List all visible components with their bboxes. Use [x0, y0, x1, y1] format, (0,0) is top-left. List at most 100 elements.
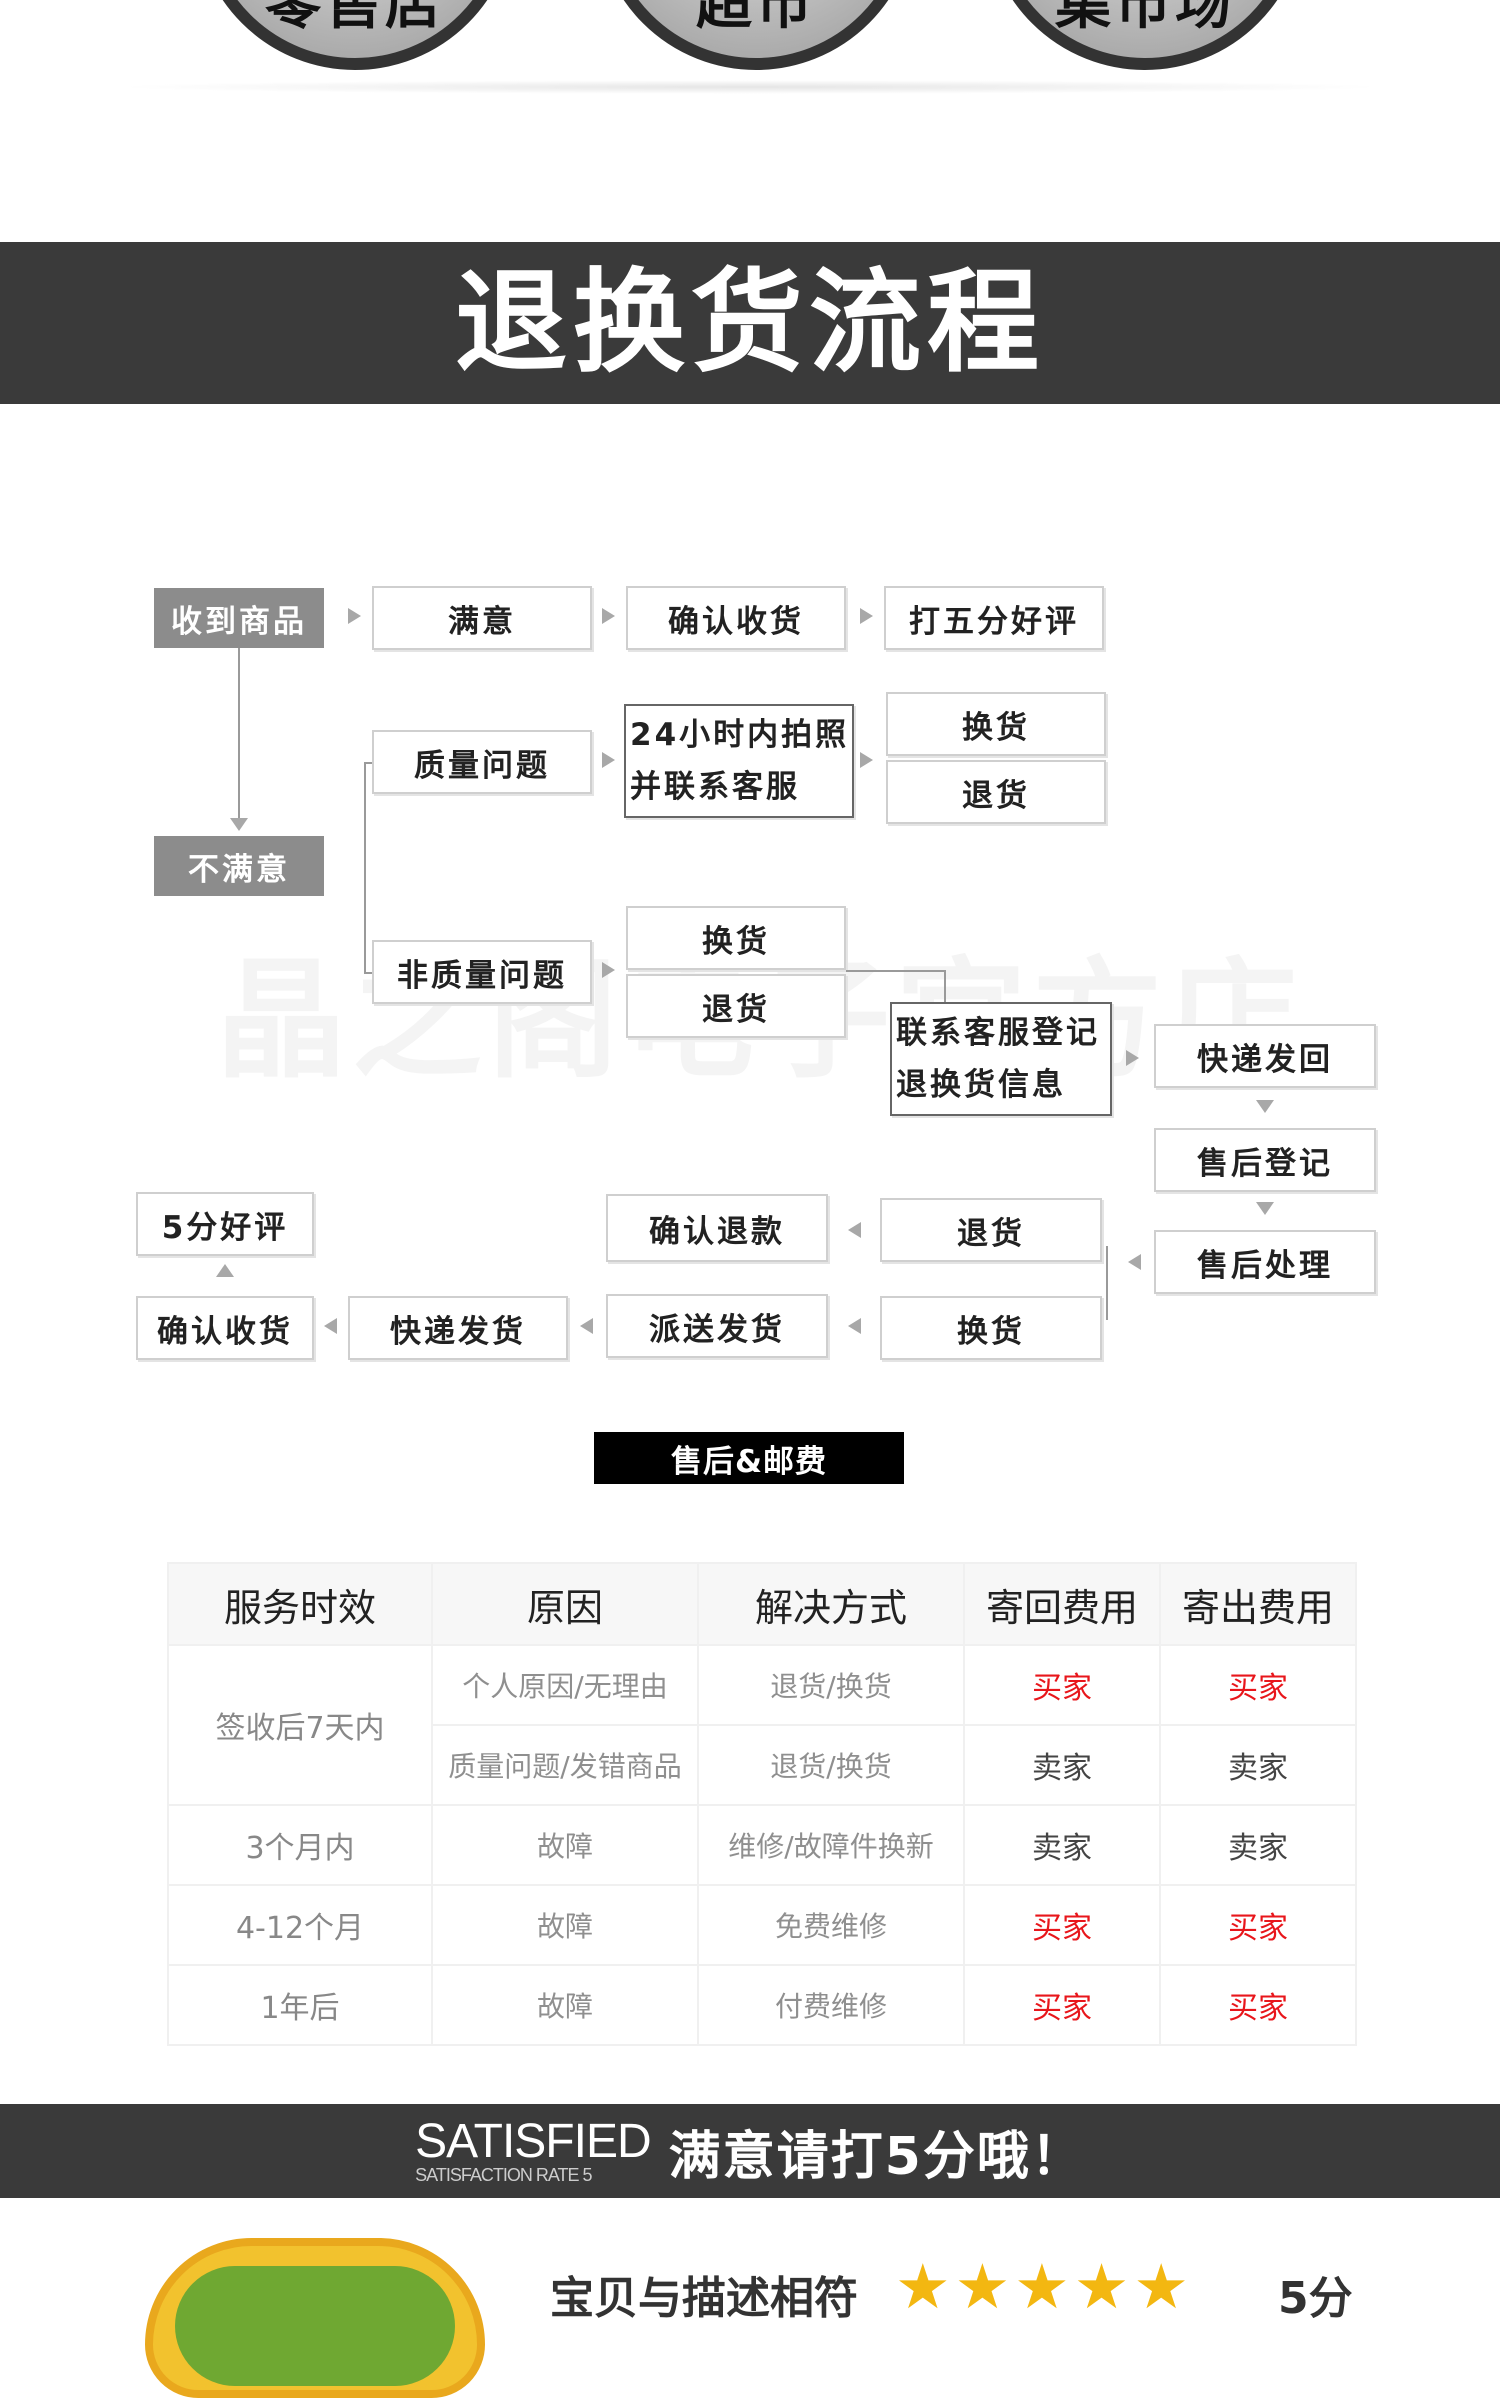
flow-exchange-a: 换货	[886, 692, 1106, 756]
flow-satisfied: 满意	[372, 586, 592, 650]
cell-return-fee: 买家	[963, 1644, 1161, 1726]
cell-return-fee: 卖家	[963, 1804, 1161, 1886]
flow-arrow-left	[848, 1318, 861, 1334]
flow-non-quality-issue: 非质量问题	[372, 940, 592, 1004]
flow-arrow-right	[602, 962, 615, 978]
cell-ship-fee: 买家	[1159, 1964, 1357, 2046]
flow-arrow-left	[580, 1318, 593, 1334]
flow-arrow-right	[860, 608, 873, 624]
flow-connector	[846, 970, 946, 972]
supermarket-circle-image: 超市	[596, 0, 916, 70]
flow-dispatch: 派送发货	[606, 1294, 828, 1358]
flow-connector	[944, 970, 946, 1004]
col-service-period: 服务时效	[167, 1562, 433, 1646]
cell-solution: 付费维修	[697, 1964, 965, 2046]
flow-confirm-receipt-bottom: 确认收货	[136, 1296, 314, 1360]
satisfied-english-title: SATISFIED	[415, 2115, 651, 2168]
page-title: 退换货流程	[455, 258, 1045, 388]
store-circle-label: 零售店	[265, 0, 445, 37]
flow-unsatisfied: 不满意	[154, 836, 324, 896]
table-row: 4-12个月 故障 免费维修 买家 买家	[167, 1884, 1357, 1966]
badge-center	[175, 2266, 455, 2386]
flow-arrow-down	[1256, 1100, 1274, 1113]
flow-confirm-refund: 确认退款	[606, 1194, 828, 1262]
satisfied-english-block: SATISFIED SATISFACTION RATE 5	[415, 2115, 651, 2185]
flow-aftersale-process: 售后处理	[1154, 1230, 1376, 1294]
flow-exchange-c: 换货	[880, 1296, 1102, 1360]
flow-return-a: 退货	[886, 760, 1106, 824]
col-return-fee: 寄回费用	[963, 1562, 1161, 1646]
cell-reason: 质量问题/发错商品	[431, 1724, 699, 1806]
cell-ship-fee: 卖家	[1159, 1804, 1357, 1886]
flow-arrow-right	[602, 608, 615, 624]
flow-arrow-left	[1128, 1254, 1141, 1270]
satisfied-english-subtitle: SATISFACTION RATE 5	[415, 2165, 592, 2185]
rating-badge-icon	[145, 2238, 485, 2398]
flow-arrow-left	[848, 1222, 861, 1238]
cell-period: 1年后	[167, 1964, 433, 2046]
cell-ship-fee: 买家	[1159, 1884, 1357, 1966]
flow-five-star-top: 打五分好评	[884, 586, 1104, 650]
flow-connector	[1106, 1246, 1108, 1320]
supermarket-circle-label: 超市	[696, 0, 816, 37]
cell-return-fee: 买家	[963, 1964, 1161, 2046]
flow-register-line2: 退换货信息	[896, 1067, 1066, 1103]
market-circle-image: 集市场	[985, 0, 1305, 70]
satisfied-chinese-text: 满意请打5分哦！	[668, 2126, 1085, 2187]
flow-confirm-receipt-top: 确认收货	[626, 586, 846, 650]
flow-five-star-bottom: 5分好评	[136, 1192, 314, 1256]
flow-arrow-left	[324, 1318, 337, 1334]
flow-received: 收到商品	[154, 588, 324, 648]
cell-reason: 故障	[431, 1804, 699, 1886]
rating-stars-icon: ★★★★★	[895, 2250, 1193, 2323]
flow-quality-issue: 质量问题	[372, 730, 592, 794]
flow-register: 联系客服登记 退换货信息	[890, 1002, 1112, 1116]
cell-solution: 维修/故障件换新	[697, 1804, 965, 1886]
cell-reason: 个人原因/无理由	[431, 1644, 699, 1726]
flow-connector	[364, 972, 374, 974]
flow-express-ship: 快递发货	[348, 1296, 568, 1360]
market-circle-label: 集市场	[1055, 0, 1235, 37]
cell-reason: 故障	[431, 1964, 699, 2046]
cell-ship-fee: 卖家	[1159, 1724, 1357, 1806]
flow-return-b: 退货	[626, 974, 846, 1038]
cell-period: 签收后7天内	[167, 1644, 433, 1806]
table-row: 质量问题/发错商品 退货/换货 卖家 卖家	[168, 1724, 1357, 1806]
cell-ship-fee: 买家	[1159, 1644, 1357, 1726]
cell-return-fee: 买家	[963, 1884, 1161, 1966]
cell-solution: 免费维修	[697, 1884, 965, 1966]
flow-connector	[364, 762, 374, 764]
table-row: 签收后7天内 个人原因/无理由 退货/换货 买家 买家	[167, 1644, 1357, 1806]
circle-shadow	[110, 80, 1390, 94]
flow-register-line1: 联系客服登记	[896, 1015, 1100, 1051]
flow-arrow-down	[230, 818, 248, 831]
col-reason: 原因	[431, 1562, 699, 1646]
table-header-row: 服务时效 原因 解决方式 寄回费用 寄出费用	[167, 1562, 1357, 1646]
store-circle-image: 零售店	[195, 0, 515, 70]
aftersale-shipping-label: 售后&邮费	[594, 1432, 904, 1484]
cell-period: 3个月内	[167, 1804, 433, 1886]
flow-photo-contact-line1: 24小时内拍照	[630, 717, 850, 753]
cell-solution: 退货/换货	[697, 1644, 965, 1726]
cell-return-fee: 卖家	[963, 1724, 1161, 1806]
table-row: 1年后 故障 付费维修 买家 买家	[167, 1964, 1357, 2046]
flow-photo-contact: 24小时内拍照 并联系客服	[624, 704, 854, 818]
flow-exchange-b: 换货	[626, 906, 846, 970]
flow-arrow-up	[216, 1264, 234, 1277]
flow-arrow-right	[1126, 1050, 1139, 1066]
flow-connector	[364, 762, 366, 974]
cell-reason: 故障	[431, 1884, 699, 1966]
rating-label: 宝贝与描述相符	[550, 2273, 858, 2324]
cell-solution: 退货/换货	[697, 1724, 965, 1806]
flow-arrow-right	[348, 608, 361, 624]
flow-return-c: 退货	[880, 1198, 1102, 1262]
flow-photo-contact-line2: 并联系客服	[630, 769, 800, 805]
cell-period: 4-12个月	[167, 1884, 433, 1966]
flow-arrow-right	[860, 752, 873, 768]
flow-connector	[238, 648, 240, 820]
satisfied-banner: SATISFIED SATISFACTION RATE 5 满意请打5分哦！	[0, 2104, 1500, 2198]
flow-arrow-right	[602, 752, 615, 768]
col-ship-fee: 寄出费用	[1159, 1562, 1357, 1646]
rating-score: 5分	[1278, 2273, 1353, 2324]
page-title-banner: 退换货流程	[0, 242, 1500, 404]
